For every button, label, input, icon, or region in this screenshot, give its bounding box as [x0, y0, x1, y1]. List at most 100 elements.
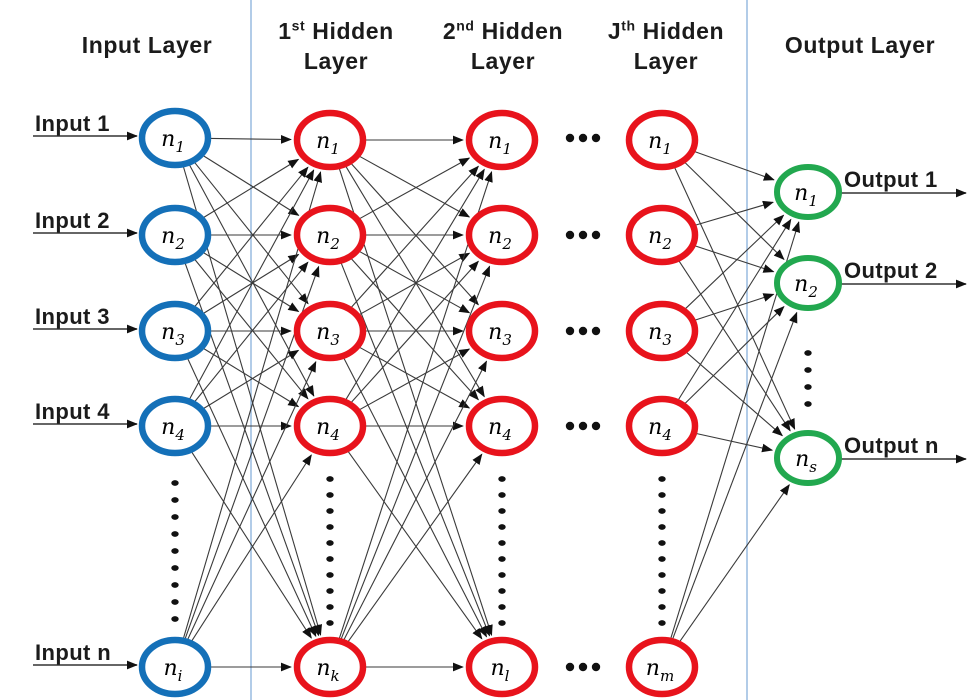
node-label-main: n: [488, 415, 502, 440]
dot: [171, 514, 179, 520]
node-label: nk: [316, 656, 339, 685]
dot: [171, 531, 179, 537]
dot: [498, 524, 506, 530]
node-circle: [138, 204, 212, 266]
node-label-main: n: [161, 320, 175, 345]
node-label-main: n: [488, 320, 502, 345]
node-circle: [465, 636, 539, 698]
input-label: Input 3: [35, 304, 110, 329]
node-label-main: n: [316, 320, 330, 345]
node-label-sub: 3: [502, 331, 512, 349]
node-label-main: n: [316, 415, 330, 440]
edge: [203, 155, 300, 216]
edge: [694, 151, 775, 181]
node-label: n2: [161, 224, 185, 253]
edge: [359, 251, 471, 314]
row-ellipsis: [565, 133, 601, 143]
vertical-ellipsis-hiddenJ: [658, 476, 666, 626]
node-label: nm: [646, 656, 674, 685]
edge: [210, 134, 292, 144]
node-label-sub: k: [331, 667, 340, 685]
node-label: n3: [161, 320, 185, 349]
edge: [686, 352, 783, 437]
node-input-n1: n1: [138, 107, 212, 169]
node-hiddenJ-nm: nm: [625, 636, 699, 698]
vertical-ellipsis-hidden1: [326, 476, 334, 626]
node-hiddenJ-n1: n1: [625, 109, 699, 171]
node-label: n2: [794, 272, 818, 301]
dot: [171, 582, 179, 588]
node-label-sub: 1: [662, 140, 672, 158]
edge: [359, 347, 471, 409]
input-label: Input 2: [35, 208, 110, 233]
dot: [565, 230, 575, 240]
layer-title-input-layer: Input Layer: [82, 30, 213, 60]
node-hiddenJ-n2: n2: [625, 204, 699, 266]
input-label: Input n: [35, 640, 111, 665]
title-text: Hidden: [305, 18, 394, 44]
dot: [326, 524, 334, 530]
edge: [340, 263, 491, 637]
node-label-sub: s: [809, 458, 817, 476]
node-hidden1-n4: n4: [293, 395, 367, 457]
edge: [359, 157, 471, 219]
input-arrow-1: Input 1: [33, 111, 138, 141]
dot: [565, 421, 575, 431]
edge: [203, 158, 300, 218]
dot: [326, 556, 334, 562]
node-label-sub: 3: [662, 331, 672, 349]
dot: [804, 367, 812, 373]
node-label: ni: [164, 656, 183, 685]
title-ordinal-suffix: th: [621, 17, 636, 34]
edge: [684, 162, 785, 261]
input-label: Input 1: [35, 111, 110, 136]
vertical-ellipsis-input: [171, 480, 179, 622]
dot: [498, 604, 506, 610]
edge: [672, 311, 798, 639]
dot: [658, 476, 666, 482]
node-hidden2-n3: n3: [465, 300, 539, 362]
node-label: n1: [161, 127, 185, 156]
dot: [565, 662, 575, 672]
dot: [498, 540, 506, 546]
node-input-n3: n3: [138, 300, 212, 362]
node-input-n2: n2: [138, 204, 212, 266]
node-label-sub: 1: [330, 140, 340, 158]
dot: [804, 350, 812, 356]
node-hidden2-n2: n2: [465, 204, 539, 266]
title-text: Output Layer: [784, 32, 936, 58]
dot: [804, 384, 812, 390]
node-label-main: n: [316, 656, 330, 681]
node-circle: [625, 300, 699, 362]
node-label-sub: l: [505, 667, 510, 685]
dot: [498, 620, 506, 626]
row-ellipsis: [565, 230, 601, 240]
dot: [658, 572, 666, 578]
node-label: nl: [491, 656, 510, 685]
edge: [685, 214, 785, 309]
title-text: Hidden: [474, 18, 564, 44]
dot: [326, 492, 334, 498]
node-label-main: n: [648, 224, 662, 249]
node-output-ns: ns: [774, 430, 842, 486]
edge: [203, 349, 300, 409]
dot: [326, 620, 334, 626]
edge: [338, 170, 493, 639]
dot: [326, 476, 334, 482]
edge: [345, 166, 485, 398]
edge: [359, 252, 471, 315]
edge: [183, 171, 322, 639]
title-line2: Layer: [303, 48, 369, 74]
dot: [326, 572, 334, 578]
dot: [658, 588, 666, 594]
node-hidden1-n1: n1: [293, 109, 367, 171]
node-label: n1: [488, 129, 512, 158]
input-arrow-4: Input 4: [33, 399, 138, 429]
dot: [591, 662, 601, 672]
node-circle: [774, 164, 842, 220]
dot: [578, 326, 588, 336]
node-label-main: n: [648, 320, 662, 345]
